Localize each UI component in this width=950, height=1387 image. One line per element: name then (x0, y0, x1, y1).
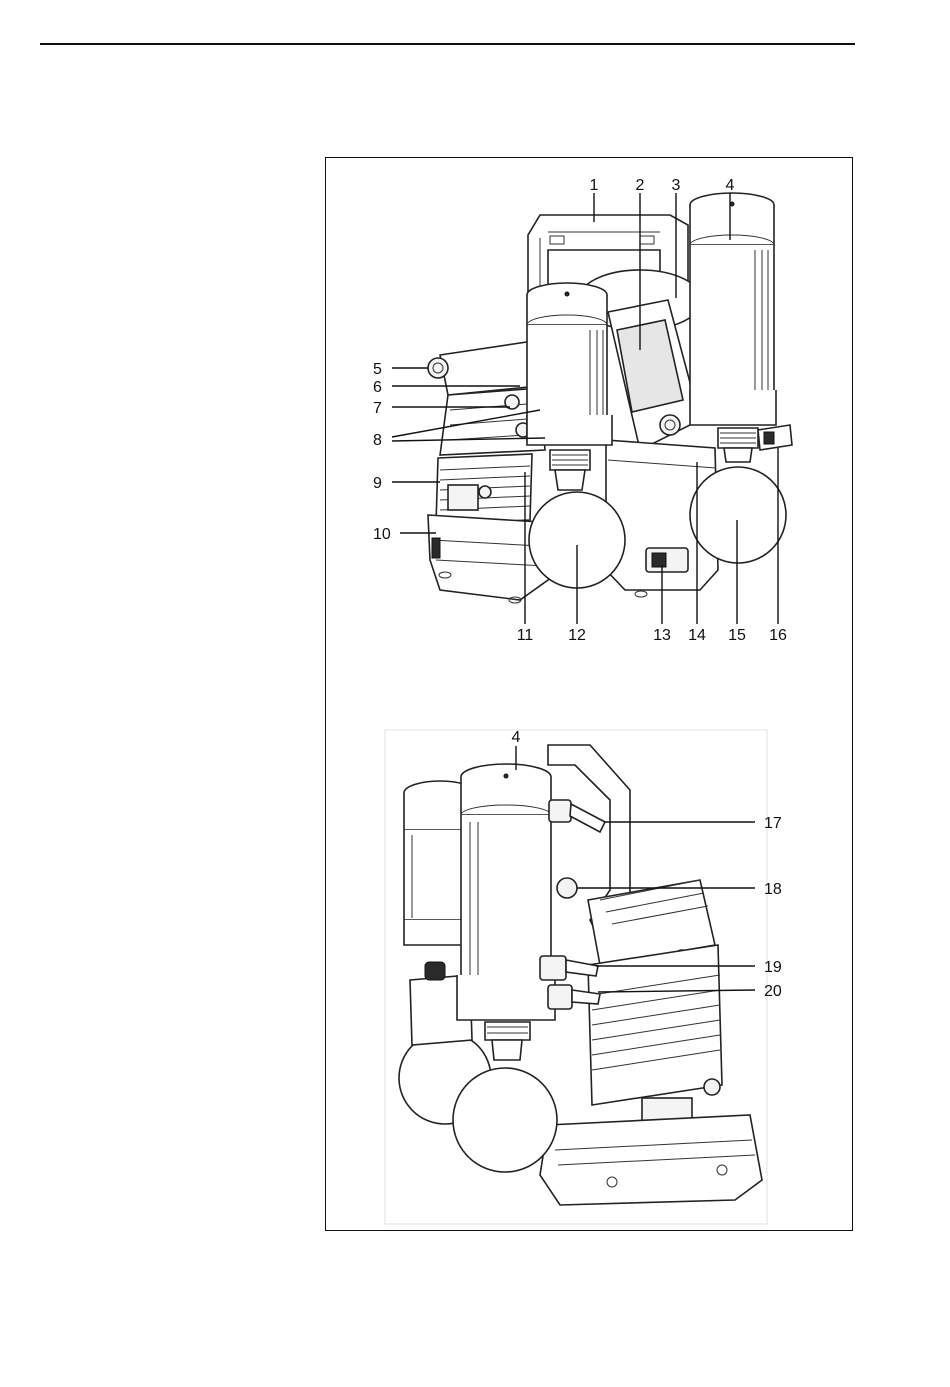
callout-4: 4 (726, 177, 735, 194)
gas-ballast-port (557, 878, 577, 898)
callout-12: 12 (568, 627, 586, 644)
callout-10: 10 (373, 526, 391, 543)
figure-front-view: 1 2 3 4 5 6 7 8 9 10 11 12 13 14 15 16 (373, 177, 792, 644)
callout-7: 7 (373, 400, 382, 417)
collection-flask-right (690, 425, 792, 563)
rear-cylinder-front (457, 764, 555, 1020)
callout-1: 1 (590, 177, 599, 194)
callout-18: 18 (764, 881, 782, 898)
callout-8: 8 (373, 432, 382, 449)
callout-9: 9 (373, 475, 382, 492)
condenser-cylinder-left (527, 283, 612, 445)
control-knob (660, 415, 680, 435)
callout-5: 5 (373, 361, 382, 378)
rear-pump-body (540, 880, 762, 1205)
inlet-connector (428, 358, 448, 378)
callout-6: 6 (373, 379, 382, 396)
callout-2: 2 (636, 177, 645, 194)
controller (608, 300, 700, 450)
callout-rear-4: 4 (512, 729, 521, 746)
callout-3: 3 (672, 177, 681, 194)
figure-rear-view: 4 17 18 19 20 (385, 729, 782, 1224)
callout-16: 16 (769, 627, 787, 644)
callout-20: 20 (764, 983, 782, 1000)
callout-17: 17 (764, 815, 782, 832)
callout-11: 11 (517, 627, 534, 644)
condenser-cylinder-right (690, 193, 776, 425)
callout-15: 15 (728, 627, 746, 644)
callout-13: 13 (653, 627, 671, 644)
callout-14: 14 (688, 627, 706, 644)
callout-19: 19 (764, 959, 782, 976)
flask-clamp (758, 425, 792, 450)
